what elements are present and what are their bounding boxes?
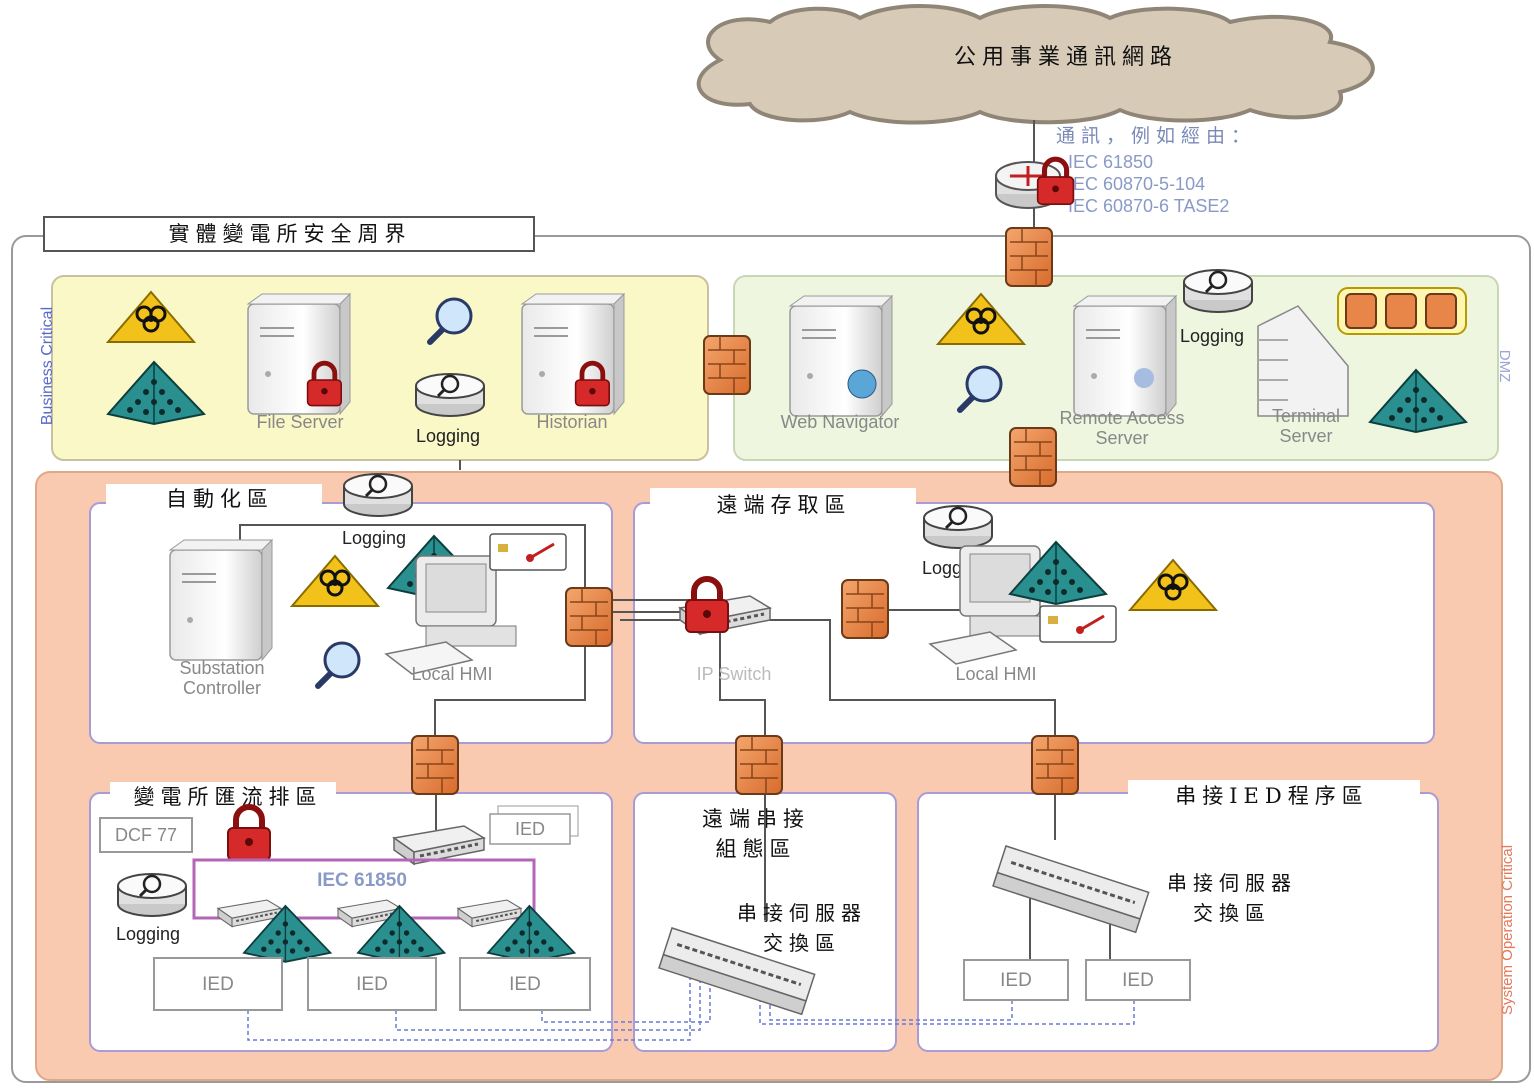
firewall-icon	[841, 579, 889, 639]
serial-ied-switch-label-2: 交換區	[1193, 901, 1271, 925]
remote-serial-title-1: 遠端串接	[702, 807, 810, 831]
serial-ied-1-label: IED	[1000, 970, 1032, 991]
remote-serial-title-2: 組態區	[716, 837, 797, 861]
local-hmi-label-automation: Local HMI	[411, 664, 492, 684]
serial-server-switch-icon	[992, 845, 1150, 934]
ied-3-label: IED	[509, 974, 541, 995]
ied-1-label: IED	[202, 974, 234, 995]
ip-switch-label: IP Switch	[697, 664, 772, 684]
cloud-label: 公用事業通訊網路	[954, 45, 1178, 70]
serial-ied-switch-label-1: 串接伺服器	[1167, 871, 1297, 895]
local-hmi-label-remote: Local HMI	[955, 664, 1036, 684]
terminal-server-icon	[1257, 305, 1349, 417]
logging-disk-icon	[1182, 268, 1254, 314]
hmi-screen-icon	[488, 532, 568, 572]
remote-access-server-icon	[1073, 295, 1177, 417]
firewall-icon	[565, 587, 613, 647]
substation-controller-icon	[169, 539, 273, 661]
substation-controller-label-2: Controller	[183, 678, 261, 698]
user-icon	[1134, 368, 1154, 388]
logging-disk-icon	[414, 372, 486, 418]
ied-2-label: IED	[356, 974, 388, 995]
firewall-cluster-icon	[1337, 287, 1467, 335]
logging-label-business: Logging	[416, 426, 480, 446]
remote-access-label-2: Server	[1095, 428, 1148, 448]
remote-serial-switch-label-1: 串接伺服器	[737, 901, 867, 925]
serial-server-switch-icon	[658, 927, 816, 1016]
historian-label: Historian	[536, 412, 607, 432]
firewall-icon	[735, 735, 783, 795]
system-operation-label: System Operation Critical	[1499, 845, 1516, 1015]
serial-ied-zone	[917, 792, 1439, 1052]
web-navigator-label: Web Navigator	[781, 412, 900, 432]
logging-disk-icon	[922, 504, 994, 550]
utility-network-cloud	[696, 4, 1375, 125]
bus-title: 變電所匯流排區	[134, 785, 323, 809]
logging-label-bus: Logging	[116, 924, 180, 944]
dcf77-label: DCF 77	[115, 825, 177, 845]
firewall-icon	[1005, 227, 1053, 287]
file-server-label: File Server	[256, 412, 343, 432]
terminal-server-label-1: Terminal	[1272, 406, 1340, 426]
business-critical-label: Business Critical	[39, 307, 56, 425]
hmi-screen-icon	[1038, 604, 1118, 644]
serial-ied-2-label: IED	[1122, 970, 1154, 991]
comm-note-title: 通訊，例如經由：	[1056, 125, 1256, 147]
globe-icon	[847, 369, 877, 399]
firewall-icon	[703, 335, 751, 395]
logging-label-automation: Logging	[342, 528, 406, 548]
remote-serial-switch-label-2: 交換區	[763, 931, 841, 955]
terminal-server-label-2: Server	[1279, 426, 1332, 446]
logging-disk-icon	[342, 472, 414, 518]
firewall-icon	[1009, 427, 1057, 487]
protocol-iec-60870-5-104: IEC 60870-5-104	[1068, 174, 1205, 194]
dmz-label: DMZ	[1496, 350, 1513, 383]
protocol-iec-60870-6: IEC 60870-6 TASE2	[1068, 196, 1229, 216]
remote-access-title: 遠端存取區	[717, 493, 852, 517]
logging-disk-icon	[116, 872, 188, 918]
perimeter-label: 實體變電所安全周界	[169, 222, 412, 246]
logging-label-dmz: Logging	[1180, 326, 1244, 346]
firewall-icon	[1031, 735, 1079, 795]
remote-access-label-1: Remote Access	[1059, 408, 1184, 428]
firewall-icon	[411, 735, 459, 795]
automation-title: 自動化區	[166, 487, 274, 511]
substation-controller-label-1: Substation	[179, 658, 264, 678]
protocol-iec-61850: IEC 61850	[1068, 152, 1153, 172]
ied-top-label: IED	[515, 819, 545, 839]
router-lock-icon	[1038, 159, 1074, 204]
iec61850-label: IEC 61850	[317, 870, 407, 891]
serial-ied-title: 串接IED程序區	[1175, 784, 1368, 808]
web-navigator-icon	[789, 295, 893, 417]
